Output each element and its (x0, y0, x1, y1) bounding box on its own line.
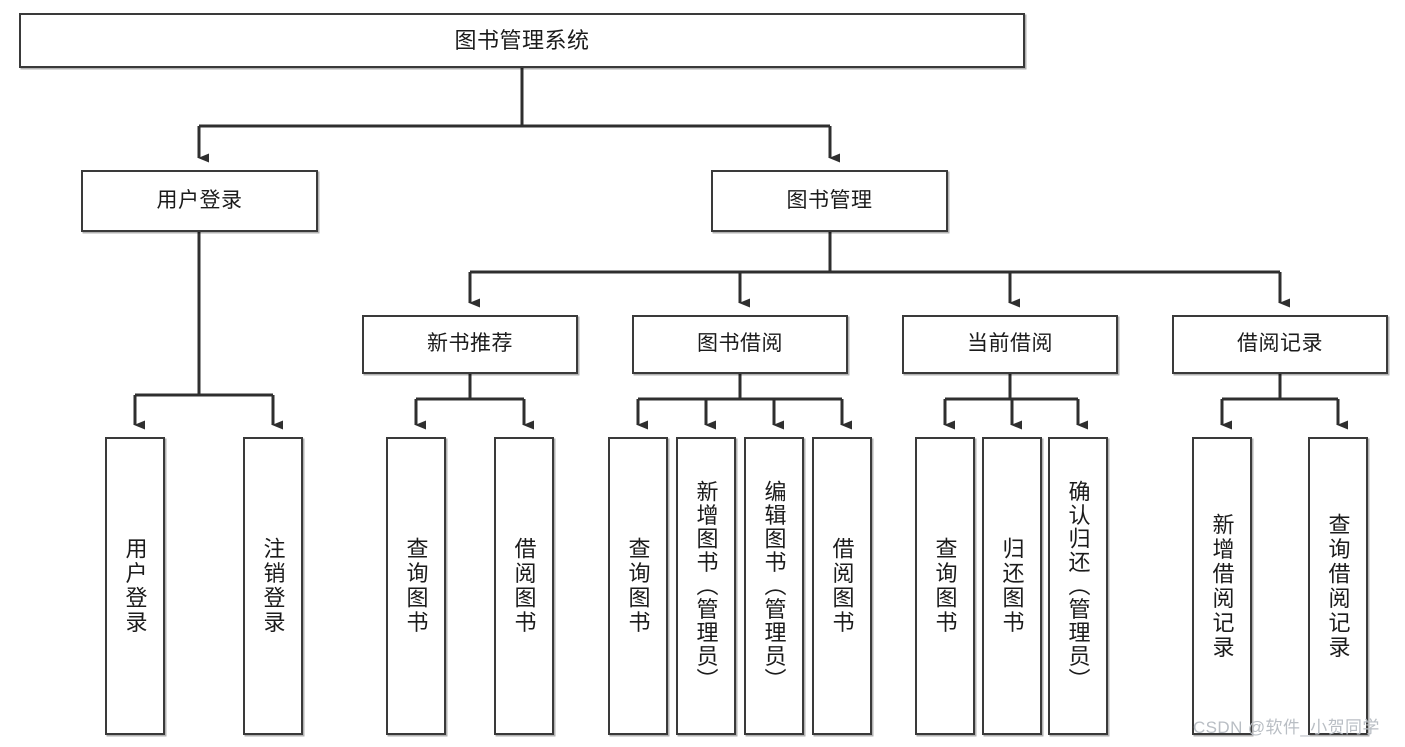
node-label: 新增借阅记录 (1209, 512, 1235, 660)
node-label: 用户登录 (156, 188, 243, 212)
node-label: 归还图书 (999, 537, 1025, 635)
leaf-current-borrow-confirm-admin[interactable]: 确认归还（管理员） (1048, 437, 1108, 735)
node-label: 图书管理系统 (454, 27, 590, 53)
node-label: 用户登录 (122, 537, 148, 635)
node-label: 查询借阅记录 (1325, 512, 1351, 660)
node-borrow-records[interactable]: 借阅记录 (1172, 315, 1388, 374)
node-label: 借阅记录 (1237, 332, 1323, 356)
node-label: 查询图书 (932, 537, 958, 635)
leaf-book-borrow-borrow[interactable]: 借阅图书 (812, 437, 872, 735)
node-book-borrow[interactable]: 图书借阅 (632, 315, 848, 374)
node-new-book-recommend[interactable]: 新书推荐 (362, 315, 578, 374)
node-label: 当前借阅 (967, 332, 1053, 356)
leaf-user-login-signin[interactable]: 用户登录 (105, 437, 165, 735)
leaf-new-books-query[interactable]: 查询图书 (386, 437, 446, 735)
node-label: 新书推荐 (427, 332, 513, 356)
node-label: 编辑图书（管理员） (761, 480, 787, 692)
leaf-borrow-records-query[interactable]: 查询借阅记录 (1308, 437, 1368, 735)
node-current-borrow[interactable]: 当前借阅 (902, 315, 1118, 374)
node-label: 图书借阅 (697, 332, 783, 356)
node-label: 借阅图书 (829, 537, 855, 635)
leaf-book-borrow-query[interactable]: 查询图书 (608, 437, 668, 735)
leaf-current-borrow-return[interactable]: 归还图书 (982, 437, 1042, 735)
node-label: 确认归还（管理员） (1065, 480, 1091, 692)
leaf-borrow-records-add[interactable]: 新增借阅记录 (1192, 437, 1252, 735)
node-root-book-management-system[interactable]: 图书管理系统 (19, 13, 1025, 68)
leaf-book-borrow-edit-admin[interactable]: 编辑图书（管理员） (744, 437, 804, 735)
node-label: 注销登录 (260, 537, 286, 635)
leaf-new-books-borrow[interactable]: 借阅图书 (494, 437, 554, 735)
node-user-login[interactable]: 用户登录 (81, 170, 318, 232)
leaf-current-borrow-query[interactable]: 查询图书 (915, 437, 975, 735)
node-label: 借阅图书 (511, 537, 537, 635)
node-label: 新增图书（管理员） (693, 480, 719, 692)
leaf-book-borrow-add-admin[interactable]: 新增图书（管理员） (676, 437, 736, 735)
node-label: 查询图书 (403, 537, 429, 635)
leaf-user-login-signout[interactable]: 注销登录 (243, 437, 303, 735)
node-book-management[interactable]: 图书管理 (711, 170, 948, 232)
node-label: 查询图书 (625, 537, 651, 635)
node-label: 图书管理 (786, 188, 873, 212)
